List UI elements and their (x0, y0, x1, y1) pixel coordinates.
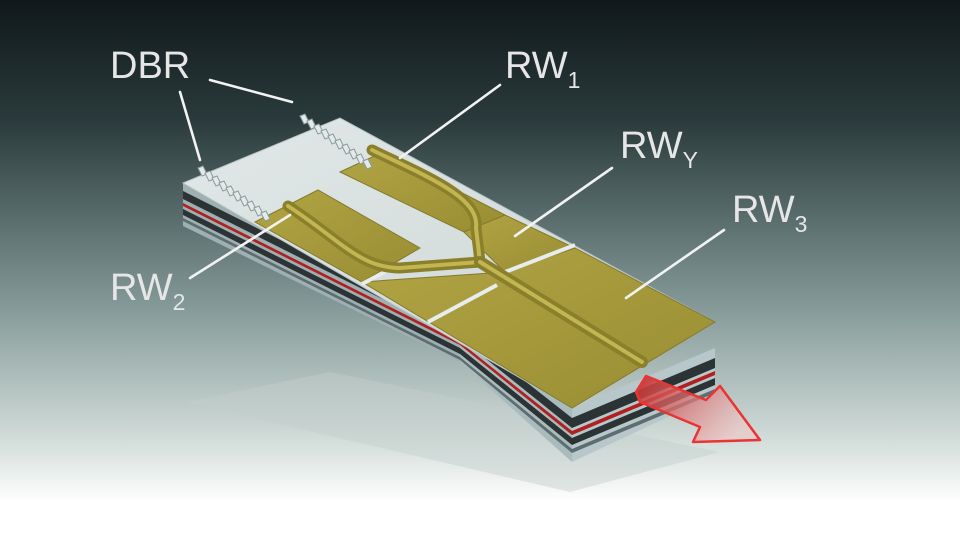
label-rwy: RWY (620, 125, 698, 173)
leader-dbr-upper (208, 78, 294, 104)
dbr-grating-upper (299, 113, 373, 170)
dbr-grating-lower (197, 165, 271, 222)
label-rw1: RW1 (505, 45, 580, 93)
leader-rw2 (188, 213, 292, 280)
leader-dbr-lower (178, 90, 202, 162)
leader-rwy (513, 166, 614, 238)
output-beam-arrow (634, 374, 762, 444)
leader-rw1 (398, 83, 502, 160)
label-leaders (178, 78, 726, 300)
label-dbr: DBR (110, 45, 190, 87)
label-rw3: RW3 (732, 189, 807, 237)
chip-reflection (185, 372, 720, 492)
label-rw2: RW2 (110, 267, 185, 315)
ridge-waveguides (282, 144, 648, 368)
leader-rw3 (624, 228, 726, 300)
labels: DBR RW1 RWY RW3 RW2 (110, 45, 807, 315)
bottom-band (0, 500, 960, 540)
